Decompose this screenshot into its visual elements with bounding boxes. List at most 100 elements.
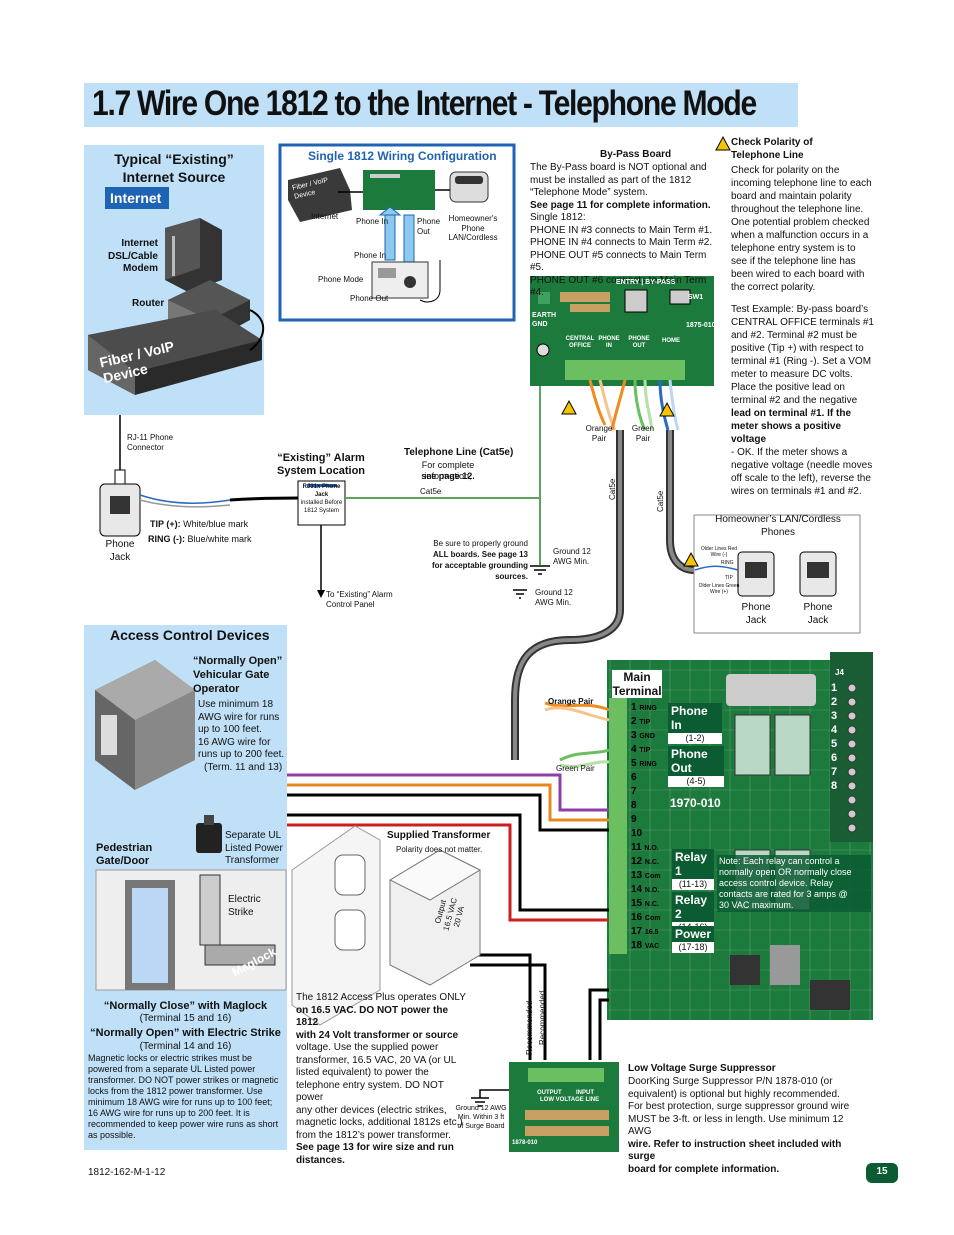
term-8: 8	[631, 800, 691, 814]
bypass-phone-out: PHONE OUT	[628, 336, 650, 349]
mag-desc: Magnetic locks or electric strikes must …	[88, 1053, 284, 1141]
transformer-line-2: on 16.5 VAC. DO NOT power the 1812	[296, 1004, 449, 1029]
vehicular-line-1: Use minimum 18	[198, 699, 274, 710]
phone-out-label: Phone Out	[668, 746, 724, 776]
vehicular-line-4: 16 AWG wire for	[198, 736, 271, 748]
bypass-heading: By-Pass Board	[600, 149, 672, 160]
term-13-type: Com	[644, 873, 661, 880]
bypass-board-header: ENTRY | BY-PASS	[616, 279, 676, 286]
bypass-line-8: PHONE OUT #5 connects to Main Term #5.	[530, 249, 707, 274]
term-4-type: TIP	[639, 747, 651, 754]
term-11-type: N.O.	[644, 845, 659, 852]
vehicular-line-6: (Term. 11 and 13)	[204, 761, 283, 773]
j4-terminal-circles	[847, 683, 857, 833]
phone-jack-1-label: Phone Jack	[741, 602, 771, 626]
surge-line-6: board for complete information.	[628, 1163, 780, 1175]
tip-line: TIP (+): White/blue mark	[150, 519, 248, 530]
recommended-label-2: Recommended	[538, 990, 547, 1045]
main-orange-pair: Orange Pair	[548, 697, 594, 706]
grounding-note: Be sure to properly ground ALL boards. S…	[428, 538, 528, 582]
ground-label-1: Ground 12 AWG Min.	[553, 547, 591, 566]
modem-icon	[165, 218, 222, 292]
internet-source-heading: Typical “Existing” Internet Source	[114, 151, 234, 185]
polarity-line-6: when a malfunction occurs in a	[731, 230, 869, 241]
transformer-heading: Supplied Transformer	[387, 830, 491, 841]
transformer-line-3: with 24 Volt transformer or source	[296, 1029, 459, 1041]
modem-label: Internet DSL/Cable Modem	[107, 238, 158, 274]
term-15-type: N.C.	[644, 901, 659, 908]
bypass-orange-pair: Orange Pair	[585, 424, 613, 443]
transformer-line-11: See page 13 for wire size and run	[296, 1142, 454, 1153]
power-terms: (17-18)	[672, 942, 714, 953]
polarity-line-22: - OK. If the meter shows a	[731, 447, 848, 458]
tel-line-see: see page 12.	[421, 471, 475, 481]
term-2: 2 TIP	[631, 716, 691, 730]
vehicular-desc: Use minimum 18 AWG wire for runs up to 1…	[198, 699, 286, 774]
term-6-num: 6	[631, 772, 637, 783]
tip-label: TIP (+):	[150, 519, 181, 529]
mini-1812-module	[371, 261, 429, 299]
term-3-num: 3	[631, 730, 637, 741]
grounding-line-3: for acceptable grounding	[431, 561, 528, 570]
polarity-line-7: telephone entry system is to	[731, 243, 856, 254]
main-terminal-label: Main Terminal	[612, 670, 662, 698]
term-16: 16 Com	[631, 912, 691, 926]
term-16-num: 16	[631, 912, 643, 923]
polarity-line-1: Check for polarity on the	[731, 165, 840, 176]
transformer-line-9: magnetic locks, additional 1812s etc.)	[296, 1117, 463, 1128]
mini-phone-mode-label: Phone Mode	[318, 275, 364, 284]
surge-heading: Low Voltage Surge Suppressor	[628, 1063, 776, 1074]
power-group: Power (17-18)	[672, 926, 714, 953]
term-18-num: 18	[631, 940, 643, 951]
gate-operator-icon	[95, 660, 195, 790]
term-13: 13 Com	[631, 870, 691, 884]
main-green-pair: Green Pair	[556, 764, 595, 773]
bypass-line-2: must be installed as part of the 1812	[530, 174, 692, 186]
recommended-label-1: Recommended	[525, 1000, 534, 1055]
alarm-jack-box	[297, 480, 346, 526]
polarity-line-17: meter to measure DC volts.	[731, 369, 853, 380]
ul-transformer-label: Separate UL Listed Power Transformer	[225, 830, 283, 866]
vehicular-line-2: AWG wire for runs	[198, 711, 280, 723]
relay-note-line-5: 30 VAC maximum.	[719, 900, 794, 910]
tel-line-sub: For complete information,	[421, 460, 475, 481]
mag-line-1: Magnetic locks or electric strikes must …	[88, 1053, 253, 1063]
transformer-sub: Polarity does not matter.	[396, 845, 483, 854]
transformer-line-10: from the 1812’s power transformer.	[296, 1129, 451, 1141]
polarity-line-12: Test Example: By-pass board’s	[731, 304, 869, 315]
j4-label: J4	[835, 668, 844, 677]
term-2-type: TIP	[639, 719, 651, 726]
term-1-type: RING	[639, 705, 657, 712]
ring-line: RING (-): Blue/white mark	[148, 534, 252, 545]
surge-part: 1878-010	[512, 1140, 538, 1146]
surge-output: OUTPUT	[537, 1090, 562, 1096]
polarity-line-8: see if the telephone line has	[731, 256, 856, 267]
term-1: 1 RING	[631, 702, 691, 716]
term-12-num: 12	[631, 856, 643, 867]
polarity-line-13: CENTRAL OFFICE terminals #1	[731, 317, 874, 328]
phone-in-label: Phone In	[668, 703, 722, 733]
surge-input: INPUT	[576, 1090, 594, 1096]
term-4: 4 TIP	[631, 744, 691, 758]
polarity-line-24: off scale to the left), reverse the	[731, 473, 871, 484]
bypass-line-1: The By-Pass board is NOT optional and	[530, 162, 707, 173]
vehicular-line-3: up to 100 feet.	[198, 724, 262, 735]
transformer-line-4: voltage. Use the supplied power	[296, 1042, 439, 1053]
term-12-type: N.C.	[644, 859, 659, 866]
term-9-num: 9	[631, 814, 637, 825]
internet-label-box	[105, 187, 169, 209]
term-1-num: 1	[631, 702, 637, 713]
term-7: 7	[631, 786, 691, 800]
mag-line-5: minimum 18 AWG wire for runs up to 100 f…	[88, 1097, 273, 1107]
polarity-spacer	[731, 294, 876, 303]
polarity-line-21: meter shows a positive voltage	[731, 421, 842, 445]
surge-lvl: LOW VOLTAGE LINE	[540, 1097, 600, 1103]
term-14-num: 14	[631, 884, 643, 895]
mag-line-3: transformer. DO NOT power strikes or mag…	[88, 1075, 279, 1085]
page-title: 1.7 Wire One 1812 to the Internet - Tele…	[92, 84, 757, 123]
term-5: 5 RING	[631, 758, 691, 772]
relay1-terms: (11-13)	[672, 879, 714, 890]
bypass-sw: SW1	[688, 294, 704, 301]
polarity-line-23: negative voltage (needle moves	[731, 460, 873, 471]
j4-term-8: 8	[831, 780, 838, 792]
